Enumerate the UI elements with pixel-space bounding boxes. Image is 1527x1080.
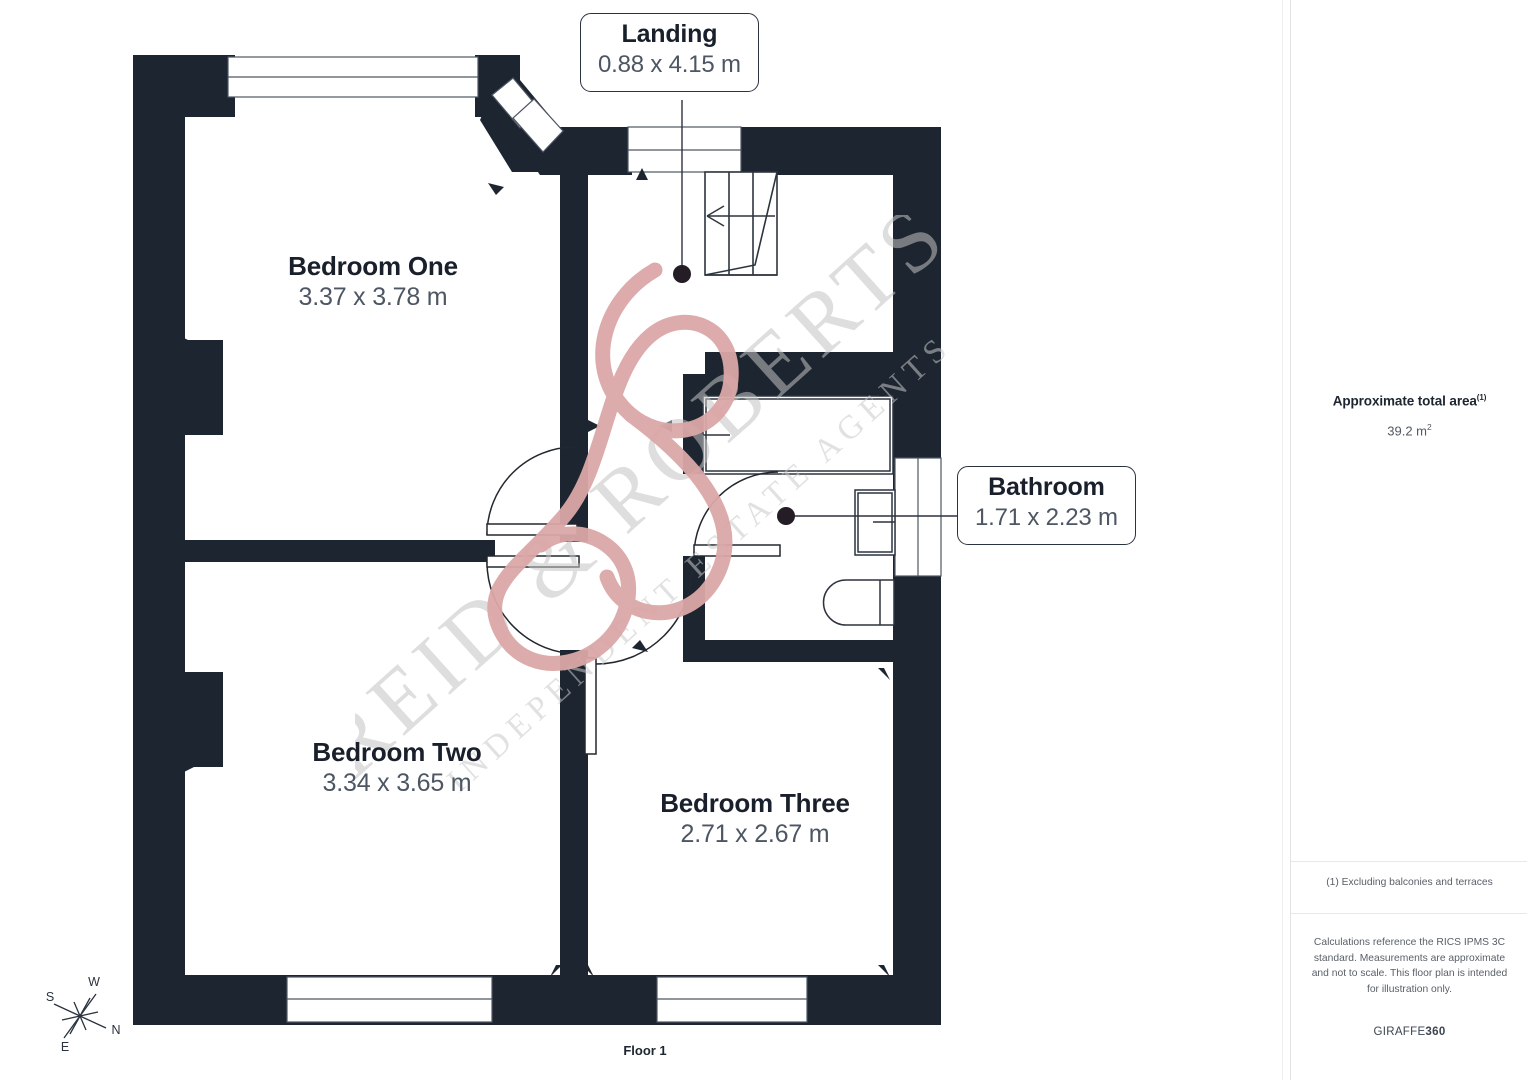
room-callout-bathroom: Bathroom 1.71 x 2.23 m [957,466,1136,545]
total-area-block: Approximate total area(1) 39.2 m2 [1291,393,1527,438]
wall-internal-horizontal-left [185,540,495,562]
room-name-bathroom: Bathroom [988,473,1105,501]
room-name-landing: Landing [621,20,718,48]
wall-bottom [133,975,941,1025]
room-dims-bedroom-three: 2.71 x 2.67 m [680,819,830,848]
wall-landing-bottom [705,352,895,374]
info-sidebar: Approximate total area(1) 39.2 m2 (1) Ex… [1290,0,1527,1080]
windows-group [227,56,942,1023]
sidebar-disclaimer: Calculations reference the RICS IPMS 3C … [1311,937,1508,995]
room-callout-landing: Landing 0.88 x 4.15 m [580,13,759,92]
sidebar-divider-bottom [1291,913,1527,914]
compass-label-south: S [46,990,54,1004]
window-canted-corner [491,77,564,153]
wall-right-lower [893,547,941,1025]
compass-label-west: W [88,975,100,989]
washbasin-icon [854,489,896,556]
total-area-value: 39.2 m2 [1291,422,1527,438]
room-dims-bedroom-two: 3.34 x 3.65 m [322,768,472,797]
bathroom-fixtures [702,395,896,626]
total-area-unit-exponent: 2 [1427,421,1432,432]
doors-group [486,446,781,755]
total-area-title-text: Approximate total area [1332,393,1477,409]
wall-left-recess-lower [185,672,223,767]
door-bedroom-two [486,555,580,655]
brand-prefix: GIRAFFE [1373,1026,1426,1038]
giraffe360-brand: GIRAFFE360 [1291,1026,1527,1038]
total-area-title: Approximate total area(1) [1291,393,1527,409]
wall-bathroom-left-upper [683,374,705,474]
floor-plan-svg [133,55,958,1025]
toilet-icon [822,579,895,626]
leader-dot-bathroom [777,507,795,525]
room-label-bedroom-two: Bedroom Two 3.34 x 3.65 m [272,738,522,800]
door-bathroom [693,471,781,557]
wall-left-recess-upper [185,340,223,435]
room-name-bedroom-three: Bedroom Three [660,788,850,818]
wall-internal-vertical-upper [560,127,588,437]
total-area-number: 39.2 m [1387,422,1427,438]
compass-rose: W S N E [46,975,121,1054]
room-dims-bedroom-one: 3.37 x 3.78 m [298,282,448,311]
compass-label-north: N [111,1023,120,1037]
wall-canted-corner-lower [523,150,566,175]
room-label-bedroom-three: Bedroom Three 2.71 x 2.67 m [625,789,885,851]
wall-top-left-block [133,55,235,117]
floor-caption: Floor 1 [623,1043,667,1058]
wall-internal-vertical-lower [560,650,588,1025]
room-dims-landing: 0.88 x 4.15 m [598,50,741,78]
door-bedroom-three [584,567,693,755]
room-dims-bathroom: 1.71 x 2.23 m [975,503,1118,531]
room-label-bedroom-one: Bedroom One 3.37 x 3.78 m [248,252,498,314]
walls-group [133,55,941,1025]
sidebar-footnote: (1) Excluding balconies and terraces [1326,877,1493,888]
leader-dot-landing [673,265,691,283]
compass-star [53,993,107,1039]
bathtub-icon [702,395,894,475]
wall-left-outer [133,55,185,1025]
floor-plan-drawing: REID & ROBERTS INDEPENDENT ESTATE AGENTS… [46,13,1136,1058]
sidebar-divider-top [1291,861,1527,862]
room-name-bedroom-two: Bedroom Two [312,737,482,767]
staircase [704,171,778,276]
sidebar-outer-rule [1282,0,1283,1080]
room-name-bedroom-one: Bedroom One [288,251,458,281]
wall-bathroom-top [683,374,895,396]
compass-label-east: E [61,1040,69,1054]
brand-suffix: 360 [1425,1026,1446,1038]
total-area-footnote-marker: (1) [1476,393,1487,402]
wall-bathroom-bottom [683,640,895,662]
